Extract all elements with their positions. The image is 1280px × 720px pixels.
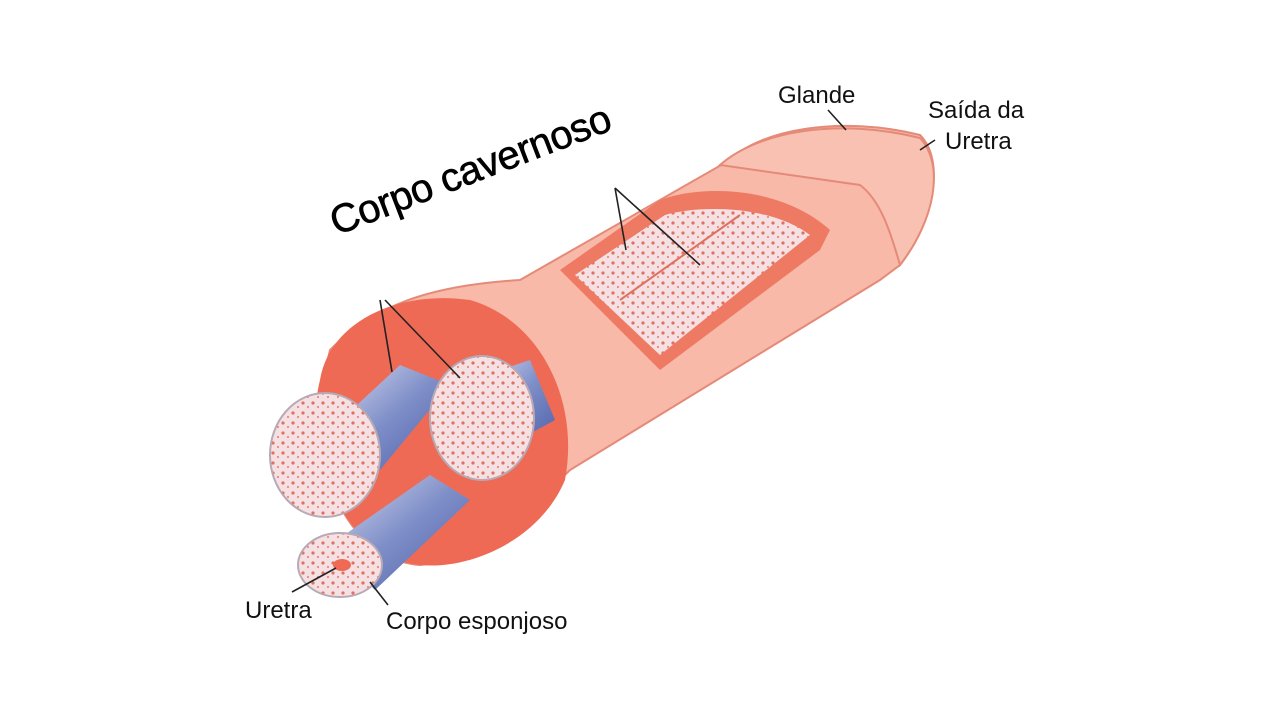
corpus-cavernosum-right: [429, 355, 535, 481]
label-urethra: Uretra: [245, 597, 312, 624]
corpus-cavernosum-left: [269, 392, 381, 518]
urethra-lumen: [333, 559, 351, 571]
label-corpus-spongiosum: Corpo esponjoso: [386, 608, 568, 635]
glans: [717, 127, 935, 268]
label-urethral-opening-line1: Saída da: [928, 97, 1025, 124]
label-urethral-opening-line2: Uretra: [945, 128, 1012, 155]
label-glans: Glande: [778, 82, 856, 109]
